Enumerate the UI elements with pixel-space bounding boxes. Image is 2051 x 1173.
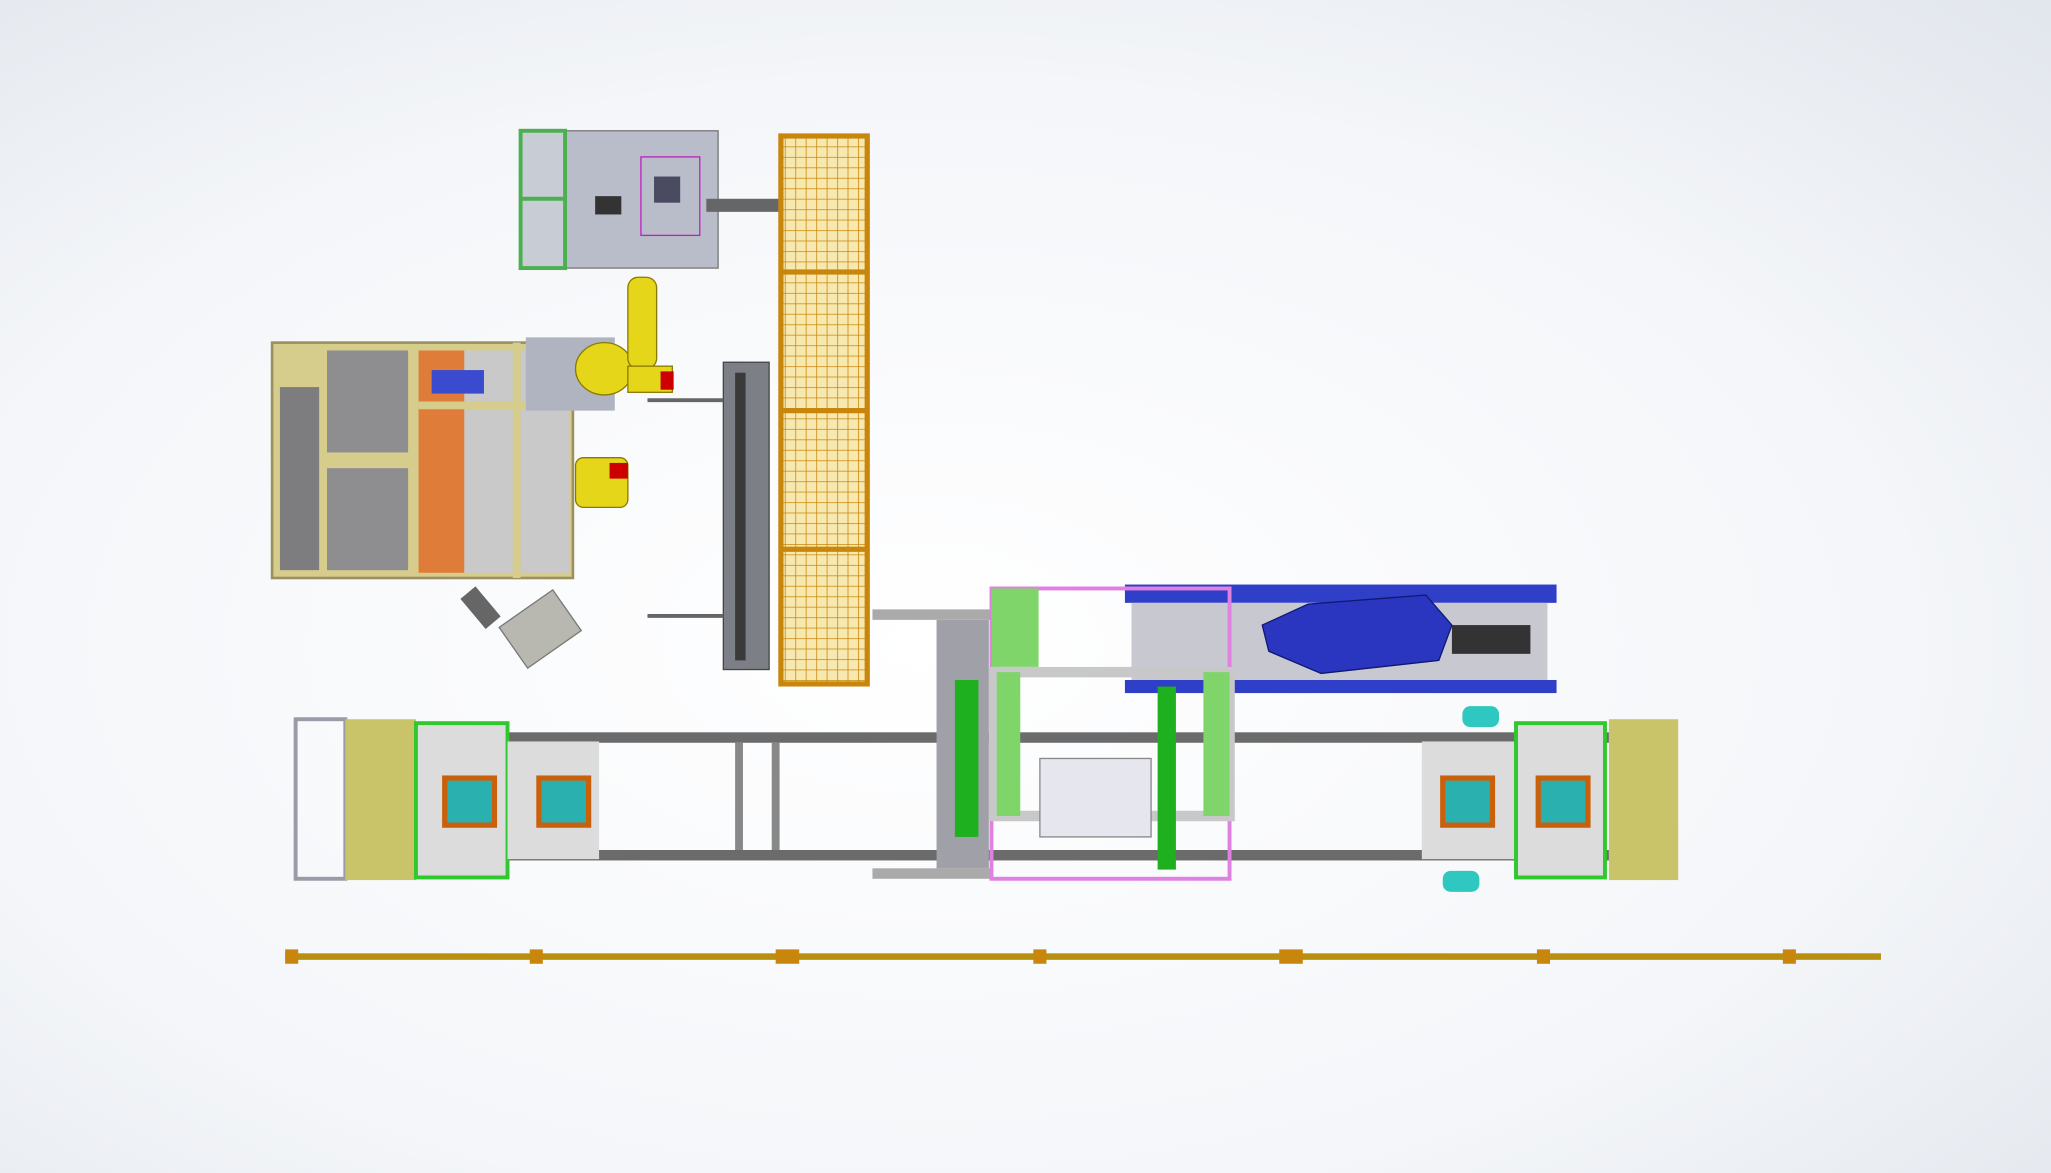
control-panel-icon[interactable] bbox=[518, 128, 789, 271]
floor-rail bbox=[285, 949, 1881, 964]
main-conveyor[interactable] bbox=[293, 706, 1679, 892]
transfer-press[interactable] bbox=[872, 586, 1235, 881]
safety-fence-icon bbox=[778, 133, 870, 687]
conveyor-icon[interactable] bbox=[647, 361, 770, 671]
robot-arm-icon[interactable] bbox=[525, 276, 674, 509]
robot-cell-frame[interactable] bbox=[270, 341, 583, 670]
